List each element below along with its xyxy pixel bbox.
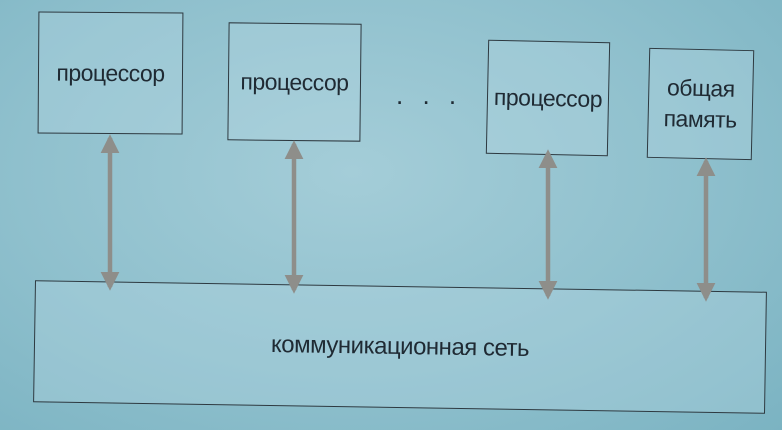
communication-network-label: коммуникационная сеть [270, 330, 530, 363]
shared-memory-box: общая память [646, 47, 755, 161]
processor-box-2: процессор [227, 22, 362, 142]
shared-memory-label: общая память [663, 72, 737, 136]
processor-label-2: процессор [240, 67, 349, 96]
ellipsis: . . . [396, 80, 463, 110]
shared-memory-line-1: общая [666, 74, 735, 102]
shared-memory-line-2: память [663, 105, 737, 133]
communication-network-box: коммуникационная сеть [33, 280, 767, 414]
processor-box-3: процессор [485, 39, 611, 157]
processor-box-1: процессор [37, 11, 184, 135]
processor-label-3: процессор [493, 83, 603, 112]
processor-label-1: процессор [56, 59, 165, 86]
